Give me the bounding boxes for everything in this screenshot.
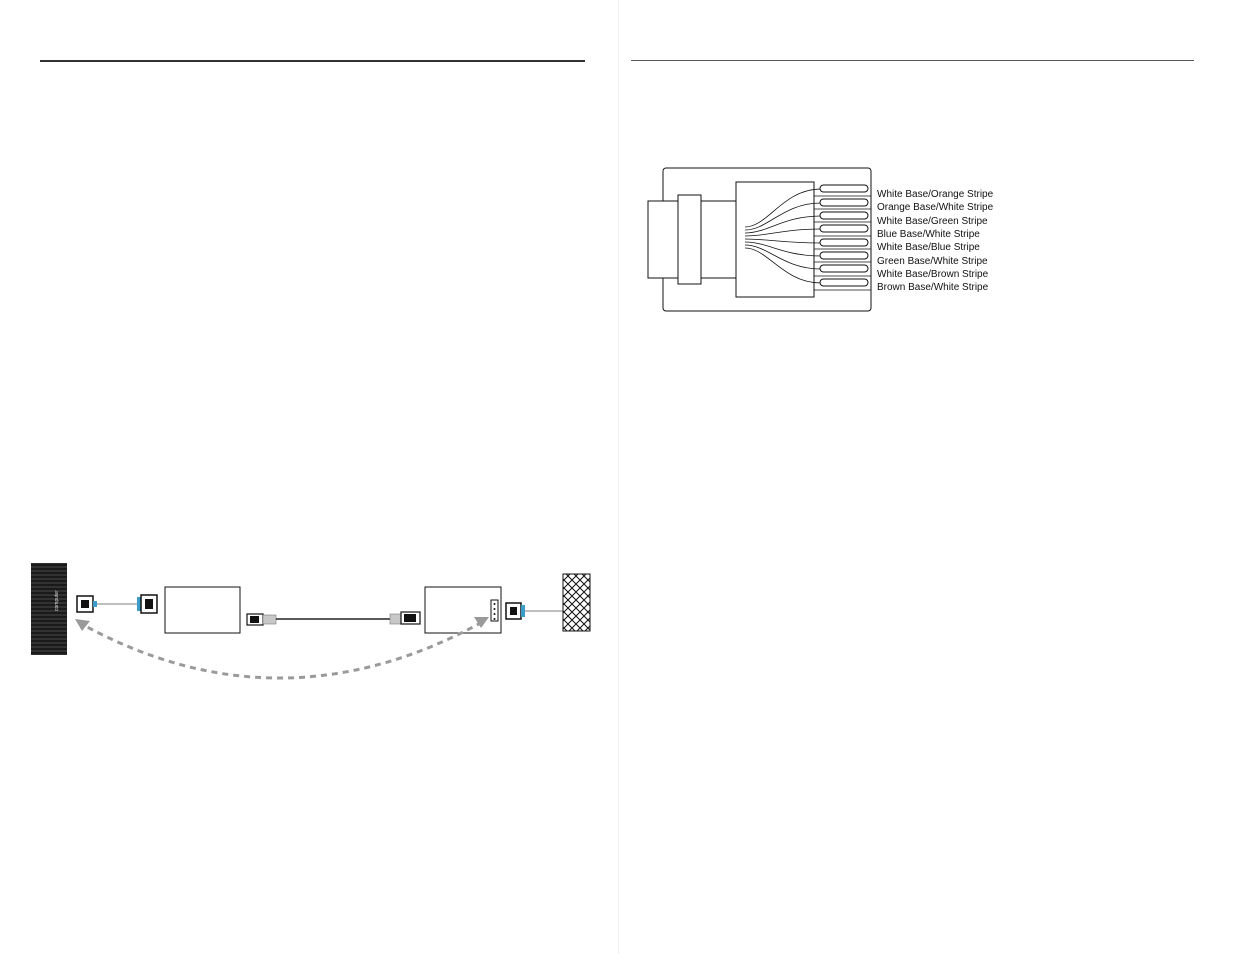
computer-brand-label: computer	[54, 590, 60, 611]
rj45-plug-icon	[246, 613, 277, 626]
vga-plug-icon	[505, 602, 525, 620]
wire-label-8: Brown Base/White Stripe	[877, 282, 989, 293]
vga-plug-icon	[76, 595, 97, 613]
pin-dividers	[814, 195, 871, 291]
vga-plug-icon	[137, 594, 158, 614]
header-rule	[40, 60, 585, 62]
vga-port-icon	[490, 599, 499, 622]
arrowhead-left-icon	[75, 619, 90, 631]
wire-label-2: Orange Base/White Stripe	[877, 202, 994, 213]
contact-pins	[819, 184, 869, 287]
transmitter-unit	[164, 586, 241, 634]
wire-label-5: White Base/Blue Stripe	[877, 242, 980, 253]
computer-icon: computer	[31, 563, 67, 655]
receiver-unit	[424, 586, 502, 634]
left-page: computer	[0, 0, 617, 954]
signal-link-arrow	[77, 618, 487, 680]
arrowhead-right-icon	[474, 617, 489, 628]
wire-label-6: Green Base/White Stripe	[877, 256, 988, 267]
header-rule	[631, 60, 1194, 61]
wire-label-7: White Base/Brown Stripe	[877, 269, 989, 280]
wire-fan	[744, 188, 822, 284]
wire-label-4: Blue Base/White Stripe	[877, 229, 980, 240]
rj45-wiring-diagram: White Base/Orange Stripe Orange Base/Whi…	[647, 167, 994, 312]
crimp-collar	[677, 194, 702, 285]
contact-block	[735, 181, 815, 298]
wire-label-1: White Base/Orange Stripe	[877, 189, 994, 200]
wire-label-3: White Base/Green Stripe	[877, 216, 988, 227]
connection-diagram: computer	[31, 563, 591, 680]
monitor-icon	[562, 573, 591, 632]
right-page: White Base/Orange Stripe Orange Base/Whi…	[618, 0, 1235, 954]
rj45-plug-icon	[389, 611, 421, 625]
